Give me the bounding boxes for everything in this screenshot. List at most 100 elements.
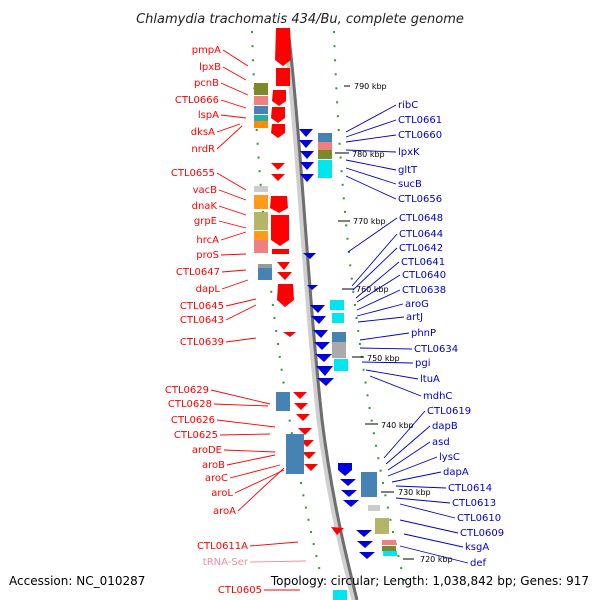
gene-label-ctl0625: CTL0625 xyxy=(174,430,218,441)
gene-label-artj: artJ xyxy=(406,312,423,323)
gene-connector-line xyxy=(345,134,397,143)
track-dot xyxy=(273,317,276,319)
gene-label-ctl0614: CTL0614 xyxy=(448,483,492,494)
gene-label-aroc: aroC xyxy=(205,473,228,484)
gene-connector-line xyxy=(218,205,247,216)
track-dot xyxy=(302,494,305,497)
map-title: Chlamydia trachomatis 434/Bu, complete g… xyxy=(136,12,464,27)
gene-connector-line xyxy=(237,467,285,512)
track-dot xyxy=(270,290,273,293)
gene-label-dapa: dapA xyxy=(443,467,469,478)
gene-label-ctl0619: CTL0619 xyxy=(427,406,471,417)
gene-label-ctl0660: CTL0660 xyxy=(398,130,442,141)
gene-connector-line xyxy=(216,125,243,150)
gene-label-ctl0640: CTL0640 xyxy=(402,270,446,281)
gene-connector-line xyxy=(219,433,271,436)
gene-label-hrca: hrcA xyxy=(196,235,219,246)
track-dot xyxy=(255,129,258,131)
genome-backbone xyxy=(282,27,359,600)
track-dot xyxy=(364,381,367,384)
kbp-790: 790 kbp xyxy=(354,82,387,91)
track-dot xyxy=(333,31,335,33)
gene-label-lpxk: lpxK xyxy=(398,147,420,158)
track-dot xyxy=(379,469,382,472)
track-dot xyxy=(271,303,274,306)
gene-connector-line xyxy=(355,261,400,299)
track-dot xyxy=(307,518,310,521)
gene-label-ltua: ltuA xyxy=(420,374,440,385)
gene-connector-line xyxy=(249,541,299,547)
gene-connector-line xyxy=(225,304,257,321)
gene-label-ctl0629: CTL0629 xyxy=(165,385,209,396)
gene-connector-line xyxy=(222,66,247,81)
gene-label-dnak: dnaK xyxy=(192,201,218,212)
forward-strand-track xyxy=(270,28,344,535)
kbp-720: 720 kbp xyxy=(420,555,453,564)
track-dot xyxy=(375,444,378,447)
gene-label-arob: aroB xyxy=(202,460,225,471)
gene-connector-line xyxy=(345,175,397,200)
track-dot xyxy=(370,419,373,422)
track-dot xyxy=(358,342,361,345)
gene-connector-line xyxy=(369,375,422,397)
track-dot xyxy=(259,183,262,186)
left-gene-labels: pmpAlpxBpcnBCTL0666lspAdksAnrdRCTL0655va… xyxy=(165,45,307,596)
gene-label-ctl0644: CTL0644 xyxy=(399,229,443,240)
gene-connector-line xyxy=(220,99,247,109)
gene-connector-line xyxy=(365,369,419,380)
gene-connector-line xyxy=(223,449,276,453)
track-dot xyxy=(345,224,348,227)
track-dot xyxy=(397,555,400,558)
track-dot xyxy=(299,482,302,485)
track-dot xyxy=(276,342,279,345)
track-dot xyxy=(312,543,315,546)
gene-label-nrdr: nrdR xyxy=(191,144,215,155)
gene-connector-line xyxy=(216,123,241,133)
gene-label-ctl0639: CTL0639 xyxy=(180,337,224,348)
gene-connector-line xyxy=(356,274,401,303)
track-dot xyxy=(349,264,352,267)
gene-connector-line xyxy=(220,114,247,119)
gene-label-arode: aroDE xyxy=(192,445,222,456)
track-dot xyxy=(334,73,337,76)
kbp-780: 780 kbp xyxy=(352,150,385,159)
gene-label-ctl0609: CTL0609 xyxy=(460,528,504,539)
gene-connector-line xyxy=(229,464,281,479)
gene-connector-line xyxy=(345,104,397,133)
track-dot xyxy=(340,170,343,173)
track-dot xyxy=(310,530,313,533)
gene-label-dksa: dksA xyxy=(191,127,215,138)
track-dot xyxy=(288,419,291,422)
gene-connector-line xyxy=(225,298,257,307)
gene-connector-line xyxy=(359,347,413,350)
gene-label-ctl0634: CTL0634 xyxy=(414,344,458,355)
gene-connector-line xyxy=(249,560,307,563)
gene-connector-line xyxy=(403,533,464,548)
track-dot xyxy=(280,368,283,371)
track-dot xyxy=(252,59,255,62)
gene-connector-line xyxy=(356,289,401,311)
track-dot xyxy=(343,210,346,213)
gene-connector-line xyxy=(220,231,247,241)
track-dot xyxy=(384,494,387,497)
gene-connector-line xyxy=(210,389,271,405)
gene-label-vacb: vacB xyxy=(193,185,218,196)
gene-connector-line xyxy=(347,217,398,253)
gene-connector-line xyxy=(361,361,414,364)
gene-connector-line xyxy=(221,269,247,273)
track-dot xyxy=(377,457,380,460)
track-dot xyxy=(392,530,395,533)
gene-connector-line xyxy=(222,49,249,67)
gene-connector-line xyxy=(345,159,397,171)
gene-connector-line xyxy=(218,189,247,201)
gene-label-ctl0628: CTL0628 xyxy=(168,399,212,410)
gene-connector-line xyxy=(225,337,257,343)
gene-label-sucb: sucB xyxy=(398,179,422,190)
gene-label-pros: proS xyxy=(196,250,219,261)
track-dot xyxy=(346,237,349,240)
gene-connector-line xyxy=(395,497,451,504)
gene-label-ctl0648: CTL0648 xyxy=(399,213,443,224)
track-dot xyxy=(261,210,264,213)
track-dot xyxy=(372,432,375,435)
track-dot xyxy=(389,518,392,521)
